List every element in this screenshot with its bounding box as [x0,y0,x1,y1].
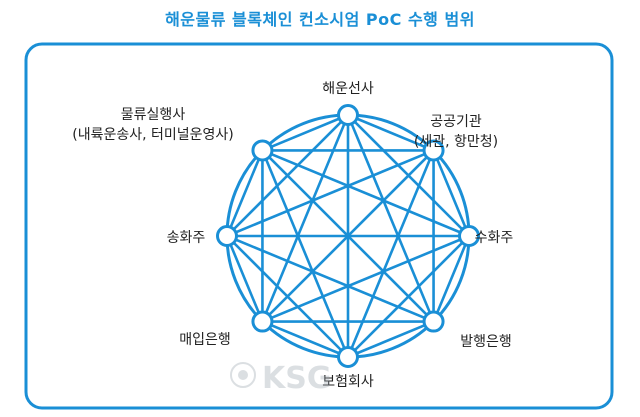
label-line: 보험회사 [322,374,374,390]
label-line: (세관, 항만청) [414,134,498,150]
label-line: 발행은행 [460,334,512,350]
node-shipping [337,104,359,126]
edge-insurance-shipper [226,235,349,358]
label-public: 공공기관 (세관, 항만청) [414,114,498,150]
label-line: 송화주 [167,230,206,246]
outer-frame [24,42,614,410]
label-insurance: 보험회사 [322,374,374,390]
edge-insurance-logistics [261,149,350,358]
label-shipping: 해운선사 [322,81,374,97]
edge-issuing-bank-logistics [261,149,435,323]
label-purchasing-bank: 매입은행 [179,332,231,348]
edge-shipper-logistics [225,149,264,237]
node-circles [216,104,480,368]
watermark-logo: KSG [230,361,331,396]
edge-shipping-public [347,113,435,152]
label-shipper: 송화주 [167,230,206,246]
edge-shipping-logistics [261,113,349,152]
label-line: 매입은행 [179,332,231,348]
diagram-title: 해운물류 블록체인 컨소시엄 PoC 수행 범위 [165,10,475,29]
label-consignee: 수화주 [475,230,514,246]
node-public [422,139,445,162]
label-line: 물류실행사 [121,107,186,123]
label-line: 수화주 [475,230,514,246]
node-shipper [216,225,238,247]
label-line: (내륙운송사, 터미널운영사) [72,127,234,143]
node-logistics [251,139,274,162]
edge-consignee-logistics [261,149,470,238]
watermark-text: KSG [262,361,331,396]
node-insurance [337,346,359,368]
node-issuing-bank [422,310,445,333]
node-consignee [458,225,480,247]
edge-consignee-issuing-bank [432,235,471,323]
node-purchasing-bank [251,310,274,333]
edge-issuing-bank-insurance [347,320,435,359]
connection-lines [225,113,471,359]
label-line: 공공기관 [430,114,482,130]
edge-purchasing-bank-shipper [225,235,264,323]
label-line: 해운선사 [322,81,374,97]
label-issuing-bank: 발행은행 [460,334,512,350]
edge-insurance-purchasing-bank [261,320,349,359]
edge-public-consignee [432,149,471,237]
label-logistics: 물류실행사 (내륙운송사, 터미널운영사) [72,107,234,143]
